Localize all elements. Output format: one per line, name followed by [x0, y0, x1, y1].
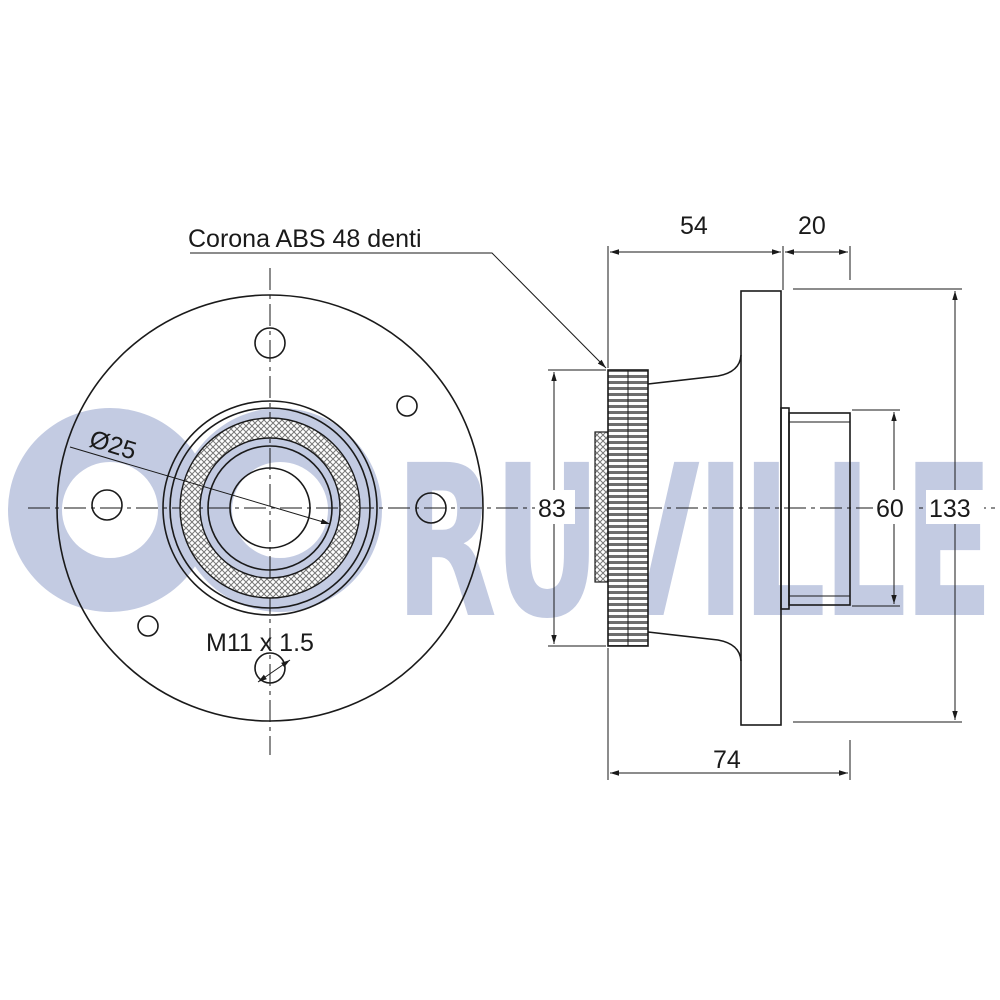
- brand-name: RUVILLE: [395, 420, 990, 665]
- hub-ring-outer: [162, 400, 378, 616]
- dim-60-label: 60: [876, 495, 904, 523]
- hub-bore: [229, 467, 311, 549]
- side-view: Corona ABS 48 denti 54 20 83 60 133 74: [188, 212, 984, 780]
- bolt-hole-large: [254, 327, 286, 359]
- dim-83-label-bg: [535, 490, 575, 524]
- dim-133-label-bg: [926, 490, 984, 524]
- bolt-holes: [91, 327, 447, 684]
- dim-74-label: 74: [713, 746, 741, 774]
- abs-ring-label: Corona ABS 48 denti: [188, 225, 422, 253]
- bolt-hole-large: [91, 489, 123, 521]
- dim-54-label: 54: [680, 212, 708, 240]
- bore-diameter-line: [69, 446, 331, 525]
- hub-ring: [169, 407, 371, 609]
- front-view: Ø25 M11 x 1.5: [28, 268, 1000, 755]
- seal-block: [594, 431, 609, 583]
- spigot-profile: [788, 412, 851, 606]
- bolt-hole-small: [137, 615, 159, 637]
- bolt-hole-small: [396, 395, 418, 417]
- abs-ring-leader: [190, 252, 607, 369]
- dim-133-label: 133: [929, 495, 971, 523]
- flange-outline: [56, 294, 484, 722]
- bearing-seal: [179, 417, 361, 599]
- thread-leader: [257, 659, 291, 683]
- thread-label: M11 x 1.5: [206, 629, 314, 657]
- dim-83-label: 83: [538, 495, 566, 523]
- bolt-hole-large: [415, 492, 447, 524]
- dim-20-label: 20: [798, 212, 826, 240]
- dim-60-label-bg: [873, 490, 915, 524]
- hub-bore-ring: [207, 445, 333, 571]
- brand-watermark: RUVILLE: [8, 408, 996, 665]
